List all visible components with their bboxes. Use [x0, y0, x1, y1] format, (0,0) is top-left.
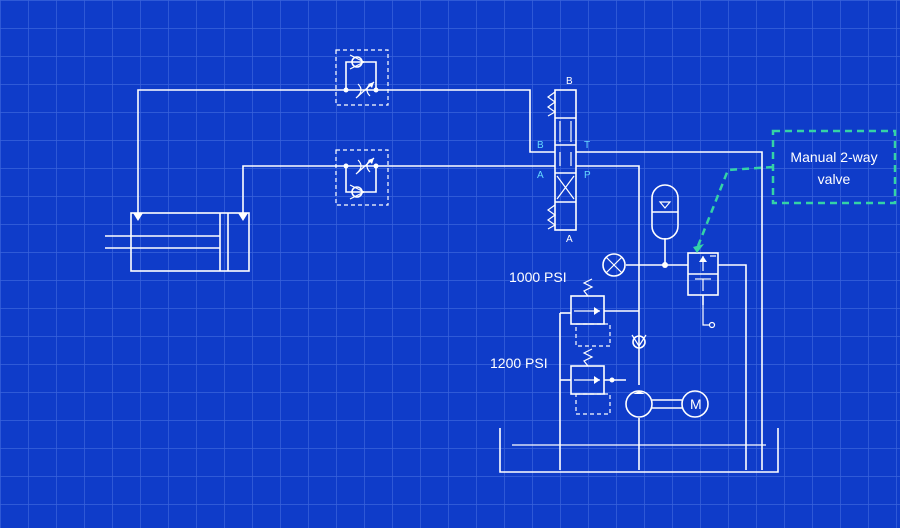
directional-control-valve — [546, 89, 577, 231]
double-acting-cylinder — [105, 212, 250, 272]
pump-icon — [625, 390, 682, 418]
motor-label: M — [690, 396, 702, 412]
gauge-icon — [602, 253, 626, 277]
relief-1200-label: 1200 PSI — [490, 355, 548, 371]
check-valve-icon — [631, 334, 647, 349]
port-t-label: T — [584, 140, 590, 151]
port-b-label: B — [537, 140, 544, 151]
relief-valve-1000psi — [570, 278, 611, 347]
callout-line-2: valve — [818, 171, 851, 187]
flow-control-valve-bottom — [335, 149, 389, 206]
port-a-label: A — [537, 170, 544, 181]
pipe-network — [137, 89, 763, 470]
port-b-top-label: B — [566, 76, 573, 87]
accumulator-icon — [651, 184, 679, 240]
port-a-bottom-label: A — [566, 234, 573, 245]
callout-manual-valve: Manual 2-way valve — [693, 129, 897, 253]
relief-valve-1200psi — [570, 348, 611, 415]
flow-control-valve-top — [335, 49, 389, 106]
callout-line-1: Manual 2-way — [790, 149, 877, 165]
port-p-label: P — [584, 170, 591, 181]
reservoir-tank — [499, 428, 779, 473]
relief-1000-label: 1000 PSI — [509, 269, 567, 285]
motor-icon: M — [681, 390, 709, 418]
manual-two-way-valve — [687, 252, 719, 329]
